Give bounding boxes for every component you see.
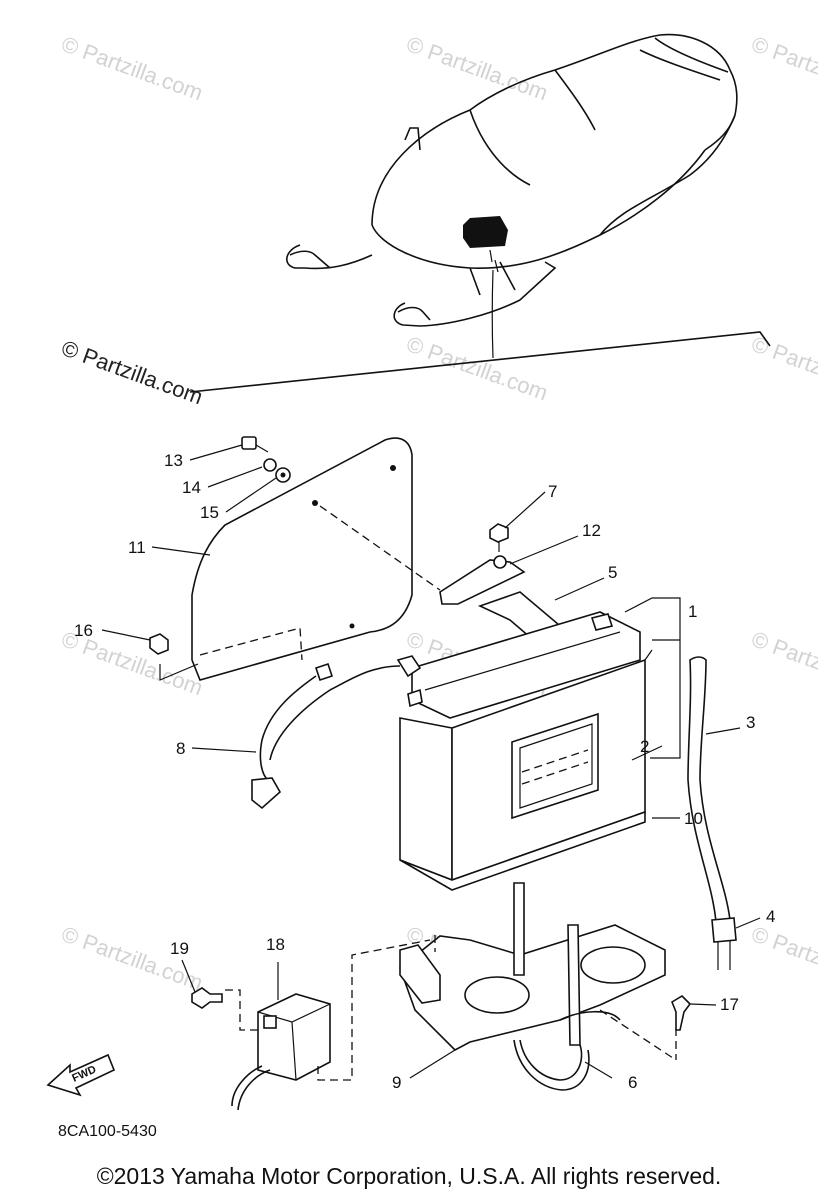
callout-3: 3: [746, 713, 755, 732]
diagram-code: 8CA100-5430: [58, 1123, 157, 1140]
fwd-arrow-icon: FWD: [46, 1053, 116, 1097]
watermark: © Partzilla.com: [58, 31, 206, 105]
battery-tray: [399, 882, 677, 1091]
watermark: © Partzilla.com: [748, 331, 818, 405]
bolt-17: [671, 994, 692, 1031]
battery-cover: [191, 437, 413, 681]
nut-16: [149, 633, 169, 655]
callout-16: 16: [74, 621, 93, 640]
callout-12: 12: [582, 521, 601, 540]
callout-2: 2: [640, 737, 649, 756]
watermark: © Partzilla.com: [748, 921, 818, 995]
battery: [399, 611, 646, 891]
callout-8: 8: [176, 739, 185, 758]
callout-18: 18: [266, 935, 285, 954]
callout-14: 14: [182, 478, 201, 497]
callout-1: 1: [688, 602, 697, 621]
callout-11: 11: [128, 538, 146, 557]
callout-7: 7: [548, 482, 557, 501]
leader-lines: [101, 444, 761, 1079]
watermark: © Partzilla.com: [403, 331, 551, 405]
copyright-notice: ©2013 Yamaha Motor Corporation, U.S.A. A…: [96, 1163, 722, 1189]
callout-17: 17: [720, 995, 739, 1014]
callout-5: 5: [608, 563, 617, 582]
watermark: © Partzilla.com: [58, 921, 206, 995]
callout-4: 4: [766, 907, 775, 926]
callout-19: 19: [170, 939, 189, 958]
callout-10: 10: [684, 809, 703, 828]
callout-labels: 1 2 3 4 5 6 7 8 9 10 11 12 13 14 15 16 1…: [74, 451, 775, 1092]
battery-cable: [251, 655, 422, 810]
cover-bolt-set: [241, 436, 291, 483]
watermark: © Partzilla.com: [748, 31, 818, 105]
bolt-19: [191, 987, 223, 1009]
snowmobile-illustration: [189, 33, 771, 393]
watermark: © Partzilla.com: [748, 626, 818, 700]
callout-13: 13: [164, 451, 183, 470]
watermark-prominent: © Partzilla.com: [58, 335, 206, 409]
callout-6: 6: [628, 1073, 637, 1092]
callout-9: 9: [392, 1073, 401, 1092]
breather-hose: [687, 656, 737, 970]
watermark: © Partzilla.com: [403, 31, 551, 105]
starter-relay: [225, 939, 431, 1111]
callout-15: 15: [200, 503, 219, 522]
